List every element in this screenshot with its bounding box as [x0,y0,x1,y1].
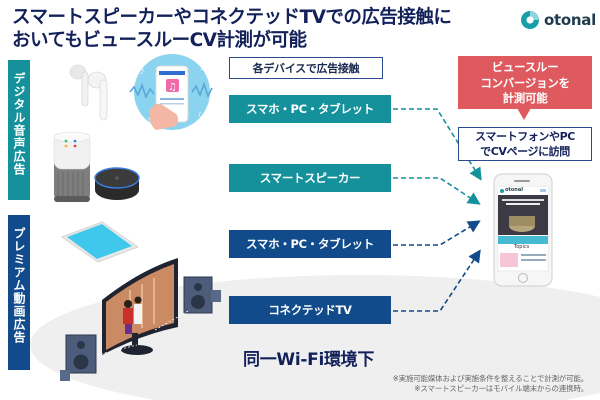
svg-text:♪: ♪ [140,68,144,76]
earbuds-icon [69,64,108,121]
page-title: スマートスピーカーやコネクテッドTVでの広告接触に おいてもビュースルーCV計測… [12,6,452,52]
ad-contact-label: 各デバイスで広告接触 [229,57,383,79]
category-label-digital-audio: デジタル音声広告 [8,60,30,200]
arrow-3 [393,220,481,246]
category-label-text: プレミアム動画広告 [12,227,26,344]
device-box-smartphone-pc-tablet-video: スマホ・PC・タブレット [229,230,391,258]
footnote-2: ※スマートスピーカーはモバイル端末からの連携時。 [414,384,588,393]
category-label-text: デジタル音声広告 [12,72,26,176]
otonal-logo-icon [521,11,539,29]
svg-text:♪: ♪ [200,64,204,72]
footnotes: ※実施可能媒体および実施条件を整えることで計測が可能。 ※スマートスピーカーはモ… [392,374,589,394]
tablet-icon [60,221,140,263]
svg-text:♪: ♪ [198,111,202,118]
svg-text:♫: ♫ [168,82,177,93]
music-phone-icon: ♫ ♪ ♪ ♫ ♪ [129,54,213,130]
logo-text: otonal [544,11,596,29]
callout-line-2: コンバージョンを [480,75,570,90]
callout-line-1: ビュースルー [491,60,559,74]
device-box-connected-tv: コネクテッドTV [229,296,391,324]
cv-page-visit-label: スマートフォンやPC でCVページに訪問 [458,127,592,161]
svg-text:♫: ♫ [146,117,151,124]
view-through-callout: ビュースルー コンバージョンを 計測可能 [458,56,592,109]
title-line-2: おいてもビュースルーCV計測が可能 [12,30,307,51]
title-line-1: スマートスピーカーやコネクテッドTVでの広告接触に [12,7,452,28]
smart-speaker-dot-icon [94,167,140,200]
phone-logo-text: otonal [505,187,523,193]
smart-speaker-icon [53,131,91,202]
visit-line-2: でCVページに訪問 [480,144,570,158]
visit-line-1: スマートフォンやPC [475,130,575,143]
callout-tail [517,108,531,120]
device-box-smartphone-pc-tablet-audio: スマホ・PC・タブレット [229,95,391,123]
footnote-1: ※実施可能媒体および実施条件を整えることで計測が可能。 [392,374,589,383]
phone-section-heading: Topics [514,244,530,250]
connected-tv-icon [96,258,191,356]
device-box-smart-speaker: スマートスピーカー [229,164,391,192]
otonal-logo: otonal [520,10,596,30]
category-label-premium-video: プレミアム動画広告 [8,215,30,370]
callout-line-3: 計測可能 [502,91,548,105]
speaker-icon [60,276,221,381]
wifi-label: 同一Wi-Fi環境下 [243,350,375,370]
